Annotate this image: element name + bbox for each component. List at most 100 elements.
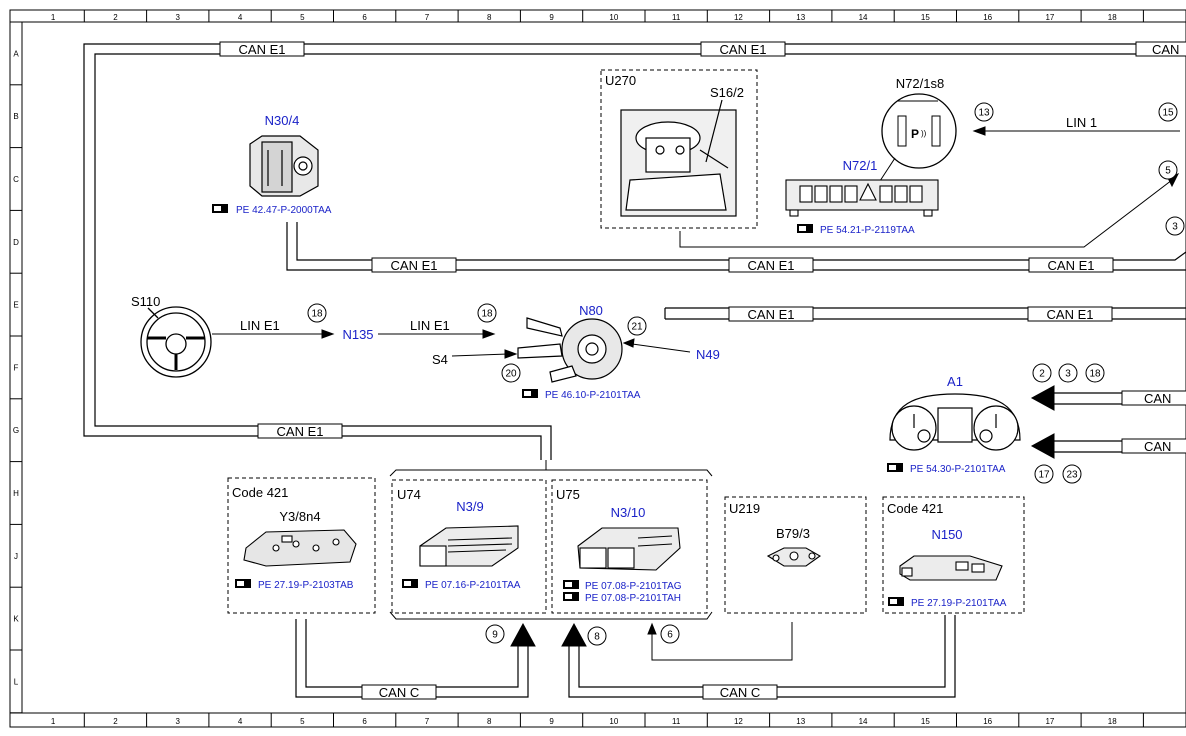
marker-9: 9 bbox=[485, 624, 505, 644]
n3-10-ref-1: PE 07.08-P-2101TAG bbox=[585, 581, 682, 592]
can-e1-label-top-1: CAN E1 bbox=[219, 41, 305, 57]
grid-column-label: 8 bbox=[487, 13, 492, 22]
sensor-icon bbox=[766, 547, 822, 567]
svg-text:9: 9 bbox=[492, 630, 498, 641]
grid-column-label: 4 bbox=[238, 717, 243, 726]
grid-column-label: 13 bbox=[796, 13, 805, 22]
component-n80: N80 PE 46.10-P-2101TAA bbox=[517, 303, 641, 401]
parking-sensor-waves-icon: )) bbox=[921, 129, 927, 138]
component-s110: S110 bbox=[131, 294, 212, 378]
ref-pointer-icon bbox=[563, 592, 579, 601]
grid-column-label: 5 bbox=[300, 13, 305, 22]
n30-4-ref: PE 42.47-P-2000TAA bbox=[236, 205, 332, 216]
grid-row-label: C bbox=[13, 175, 19, 184]
n3-9-label: N3/9 bbox=[456, 499, 483, 514]
ref-pointer-icon bbox=[522, 389, 538, 398]
svg-text:CAN E1: CAN E1 bbox=[1048, 258, 1095, 273]
steering-column-module-icon bbox=[517, 317, 623, 383]
grid-column-label: 8 bbox=[487, 717, 492, 726]
marker-2: 2 bbox=[1032, 363, 1052, 383]
a1-label: A1 bbox=[947, 374, 963, 389]
can-e1-label-g: CAN E1 bbox=[257, 423, 343, 439]
n80-ref: PE 46.10-P-2101TAA bbox=[545, 390, 641, 401]
svg-text:23: 23 bbox=[1066, 470, 1078, 481]
grid-column-label: 3 bbox=[176, 13, 181, 22]
arrows bbox=[212, 126, 1180, 647]
grid-column-label: 18 bbox=[1108, 13, 1117, 22]
svg-text:2: 2 bbox=[1039, 369, 1045, 380]
component-y3-8n4: Code 421 Y3/8n4 PE 27.19-P-2103TAB bbox=[227, 477, 376, 614]
can-e1-label-top-2: CAN E1 bbox=[700, 41, 786, 57]
n3-10-label: N3/10 bbox=[611, 505, 646, 520]
grid-column-label: 14 bbox=[859, 717, 868, 726]
component-n3-9: U74 N3/9 PE 07.16-P-2101TAA bbox=[391, 479, 547, 614]
grid-column-label: 14 bbox=[859, 13, 868, 22]
magnifier-circle bbox=[881, 93, 957, 169]
can-e1-label-d-3: CAN E1 bbox=[1028, 257, 1114, 273]
grid-column-label: 11 bbox=[672, 717, 681, 726]
grid-row-label: E bbox=[13, 301, 18, 310]
lin-e1-label-2: LIN E1 bbox=[410, 318, 450, 333]
can-e1-label-d-1: CAN E1 bbox=[371, 257, 457, 273]
switch-panel-icon bbox=[785, 179, 939, 217]
marker-15: 15 bbox=[1158, 102, 1178, 122]
n150-label: N150 bbox=[931, 527, 962, 542]
svg-text:CAN E1: CAN E1 bbox=[277, 424, 324, 439]
ref-pointer-icon bbox=[797, 224, 813, 233]
marker-13: 13 bbox=[974, 102, 994, 122]
instrument-cluster-icon bbox=[889, 393, 1021, 451]
grid-row-label: F bbox=[14, 363, 19, 372]
marker-18: 18 bbox=[1085, 363, 1105, 383]
lin-e1-label-1: LIN E1 bbox=[240, 318, 280, 333]
svg-text:18: 18 bbox=[1089, 369, 1101, 380]
svg-text:5: 5 bbox=[1165, 166, 1171, 177]
grid-column-label: 5 bbox=[300, 717, 305, 726]
y3-8n4-label: Y3/8n4 bbox=[279, 509, 320, 524]
component-n3-10: U75 N3/10 PE 07.08-P-2101TAG PE 07.08-P-… bbox=[551, 479, 708, 614]
grid-column-label: 13 bbox=[796, 717, 805, 726]
ref-pointer-icon bbox=[563, 580, 579, 589]
grid-column-label: 10 bbox=[609, 717, 618, 726]
grid-column-label: 17 bbox=[1045, 13, 1054, 22]
svg-text:CAN C: CAN C bbox=[379, 685, 419, 700]
thin-lines bbox=[389, 179, 1173, 661]
grid-column-label: 9 bbox=[549, 13, 554, 22]
marker-17: 17 bbox=[1034, 464, 1054, 484]
marker-6: 6 bbox=[660, 624, 680, 644]
n30-4-label: N30/4 bbox=[265, 113, 300, 128]
can-e1-label-e-1: CAN E1 bbox=[728, 306, 814, 322]
module-icon bbox=[899, 555, 1003, 581]
s4-label: S4 bbox=[432, 352, 448, 367]
ecu-icon bbox=[419, 525, 519, 567]
n150-ref: PE 27.19-P-2101TAA bbox=[911, 598, 1007, 609]
u219-code: U219 bbox=[729, 501, 760, 516]
steering-wheel-icon bbox=[140, 306, 212, 378]
grid-row-label: L bbox=[14, 677, 19, 686]
component-n150: Code 421 N150 PE 27.19-P-2101TAA bbox=[882, 496, 1025, 614]
marker-20: 20 bbox=[501, 363, 521, 383]
s16-2-label: S16/2 bbox=[710, 85, 744, 100]
svg-text:CAN: CAN bbox=[1152, 42, 1179, 57]
marker-23: 23 bbox=[1062, 464, 1082, 484]
can-label-a1-lower: CAN bbox=[1121, 438, 1186, 454]
marker-18: 18 bbox=[307, 303, 327, 323]
grid-column-label: 11 bbox=[672, 13, 681, 22]
grid-column-label: 6 bbox=[362, 717, 367, 726]
steering-column-icon bbox=[620, 99, 737, 217]
u75-code: U75 bbox=[556, 487, 580, 502]
grid-column-label: 12 bbox=[734, 13, 743, 22]
svg-text:3: 3 bbox=[1065, 369, 1071, 380]
n150-code: Code 421 bbox=[887, 501, 943, 516]
svg-text:CAN E1: CAN E1 bbox=[391, 258, 438, 273]
ref-pointer-icon bbox=[887, 463, 903, 472]
marker-18: 18 bbox=[477, 303, 497, 323]
grid-column-label: 10 bbox=[609, 13, 618, 22]
marker-5: 5 bbox=[1158, 160, 1178, 180]
svg-text:CAN: CAN bbox=[1144, 391, 1171, 406]
grid-column-label: 12 bbox=[734, 717, 743, 726]
can-c-label-left: CAN C bbox=[361, 684, 437, 700]
s110-label: S110 bbox=[131, 294, 160, 309]
svg-text:CAN: CAN bbox=[1144, 439, 1171, 454]
n3-10-ref-2: PE 07.08-P-2101TAH bbox=[585, 593, 681, 604]
